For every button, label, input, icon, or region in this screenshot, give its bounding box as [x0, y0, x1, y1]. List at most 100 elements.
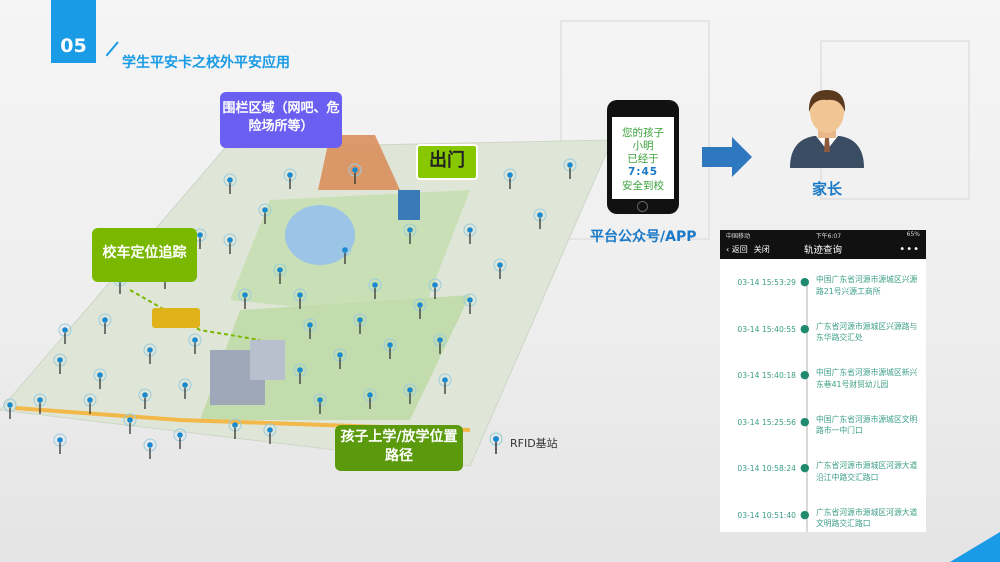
- item-time: 03-14 15:40:18: [737, 371, 796, 380]
- phone-mockup: 您的孩子 小明 已经于 7:45 安全到校: [607, 100, 679, 214]
- item-address: 广东省河源市源城区兴源路与东华路交汇处: [816, 321, 918, 343]
- carrier: 中国移动: [726, 233, 751, 240]
- background-building: [560, 20, 710, 240]
- location-pin-icon: ●: [800, 321, 810, 335]
- close-button[interactable]: 关闭: [753, 244, 770, 254]
- item-address: 中国广东省河源市源城区文明路市一中门口: [816, 414, 918, 436]
- rfid-antenna-icon: [223, 173, 237, 194]
- timeline-item[interactable]: 03-14 10:58:24 ● 广东省河源市源城区河源大道沿江中路交汇路口: [720, 460, 926, 507]
- rfid-antenna-icon: [403, 223, 417, 244]
- rfid-antenna-icon: [363, 388, 377, 409]
- arrival-time: 7:45: [627, 166, 659, 179]
- rfid-antenna-icon: [383, 338, 397, 359]
- fence-zone: [318, 135, 400, 190]
- rfid-antenna-icon: [338, 243, 352, 264]
- battery: 65%: [906, 231, 920, 238]
- rfid-antenna-icon: [293, 288, 307, 309]
- timeline-item[interactable]: 03-14 15:40:55 ● 广东省河源市源城区兴源路与东华路交汇处: [720, 321, 926, 368]
- phone-screen: 您的孩子 小明 已经于 7:45 安全到校: [612, 117, 674, 199]
- rfid-antenna-icon: [403, 383, 417, 404]
- rfid-antenna-icon: [438, 373, 452, 394]
- more-button[interactable]: •••: [899, 243, 920, 255]
- rfid-antenna-icon: [273, 263, 287, 284]
- timeline-line: [806, 279, 808, 532]
- rfid-antenna-icon: [293, 363, 307, 384]
- app-label: 平台公众号/APP: [590, 229, 697, 245]
- item-time: 03-14 15:40:55: [737, 324, 796, 334]
- home-button: [637, 201, 648, 212]
- message-line: 已经于: [627, 153, 659, 166]
- item-address: 中国广东省河源市源城区新兴东巷41号财贸幼儿园: [816, 368, 918, 389]
- lake: [285, 205, 355, 265]
- rfid-antenna-icon: [53, 433, 67, 454]
- route-callout: 孩子上学/放学位置路径: [335, 425, 463, 471]
- rfid-antenna-icon: [463, 293, 477, 314]
- rfid-antenna-icon: [428, 278, 442, 299]
- rfid-antenna-icon: [143, 343, 157, 364]
- rfid-antenna-icon: [533, 208, 547, 229]
- legend-label: RFID基站: [510, 437, 558, 450]
- rfid-antenna-icon: [503, 168, 517, 189]
- clock: 下午6:07: [815, 233, 842, 240]
- timeline-item[interactable]: 03-14 15:53:29 ● 中国广东省河源市源城区兴源路21号兴源工商所: [720, 274, 926, 321]
- student-figure: [398, 190, 420, 220]
- location-pin-icon: ●: [800, 461, 810, 474]
- parent-avatar-icon: [790, 90, 864, 168]
- timeline-item[interactable]: 03-14 10:51:40●广东省河源市源城区河源大道文明路交汇路口: [720, 507, 926, 533]
- corner-decoration: [950, 532, 1000, 562]
- location-pin-icon: ●: [800, 414, 810, 428]
- item-address: 广东省河源市源城区河源大道沿江中路交汇路口: [816, 461, 918, 482]
- rfid-antenna-icon: [188, 333, 202, 354]
- fence-zone-callout: 围栏区域（网吧、危险场所等）: [220, 92, 342, 148]
- rfid-antenna-icon: [143, 438, 157, 459]
- timeline-item[interactable]: 03-14 15:40:18 ● 中国广东省河源市源城区新兴东巷41号财贸幼儿园: [720, 367, 926, 414]
- rfid-antenna-icon: [283, 168, 297, 189]
- timeline-item[interactable]: 03-14 15:25:56●中国广东省河源市源城区文明路市一中门口: [720, 414, 926, 461]
- nav-bar: ‹ 返回 关闭 轨迹查询 •••: [720, 239, 926, 259]
- location-pin-icon: ●: [800, 275, 810, 288]
- rfid-antenna-icon: [489, 432, 503, 454]
- rfid-antenna-icon: [178, 378, 192, 399]
- rfid-antenna-icon: [3, 398, 17, 419]
- item-time: 03-14 10:58:24: [737, 464, 796, 473]
- rfid-antenna-icon: [228, 418, 242, 439]
- rfid-antenna-icon: [83, 393, 97, 414]
- item-time: 03-14 15:53:29: [737, 278, 796, 287]
- location-pin-icon: ●: [800, 368, 810, 381]
- rfid-antenna-icon: [563, 158, 577, 179]
- bus-tracking-callout: 校车定位追踪: [92, 228, 197, 282]
- page-title: 学生平安卡之校外平安应用: [122, 55, 290, 71]
- arrow-right-icon: [702, 137, 752, 177]
- status-bar: 中国移动 下午6:07 65%: [720, 230, 926, 240]
- rfid-antenna-icon: [348, 163, 362, 184]
- rfid-antenna-icon: [123, 413, 137, 434]
- back-button[interactable]: ‹ 返回: [726, 244, 748, 254]
- rfid-antenna-icon: [463, 223, 477, 244]
- parent-label: 家长: [812, 180, 843, 198]
- rfid-antenna-icon: [433, 333, 447, 354]
- rfid-antenna-icon: [33, 393, 47, 414]
- rfid-antenna-icon: [313, 393, 327, 414]
- track-query-screen: 中国移动 下午6:07 65% ‹ 返回 关闭 轨迹查询 ••• 03-14 1…: [720, 230, 926, 532]
- rfid-antenna-icon: [238, 288, 252, 309]
- exit-callout: 出门: [416, 144, 478, 180]
- rfid-antenna-icon: [53, 353, 67, 374]
- item-address: 广东省河源市源城区河源大道文明路交汇路口: [816, 507, 918, 529]
- message-line: 小明: [632, 140, 654, 153]
- rfid-antenna-icon: [58, 323, 72, 344]
- rfid-antenna-icon: [93, 368, 107, 389]
- rfid-antenna-icon: [303, 318, 317, 339]
- rfid-antenna-icon: [353, 313, 367, 334]
- rfid-antenna-icon: [173, 428, 187, 449]
- message-line: 安全到校: [622, 179, 664, 192]
- location-pin-icon: ●: [800, 507, 810, 521]
- rfid-antenna-icon: [493, 258, 507, 279]
- rfid-antenna-icon: [98, 313, 112, 334]
- route-path: [129, 289, 261, 341]
- message-line: 您的孩子: [622, 127, 664, 139]
- rfid-antenna-icon: [413, 298, 427, 319]
- school-building: [250, 340, 285, 380]
- item-address: 中国广东省河源市源城区兴源路21号兴源工商所: [816, 275, 918, 296]
